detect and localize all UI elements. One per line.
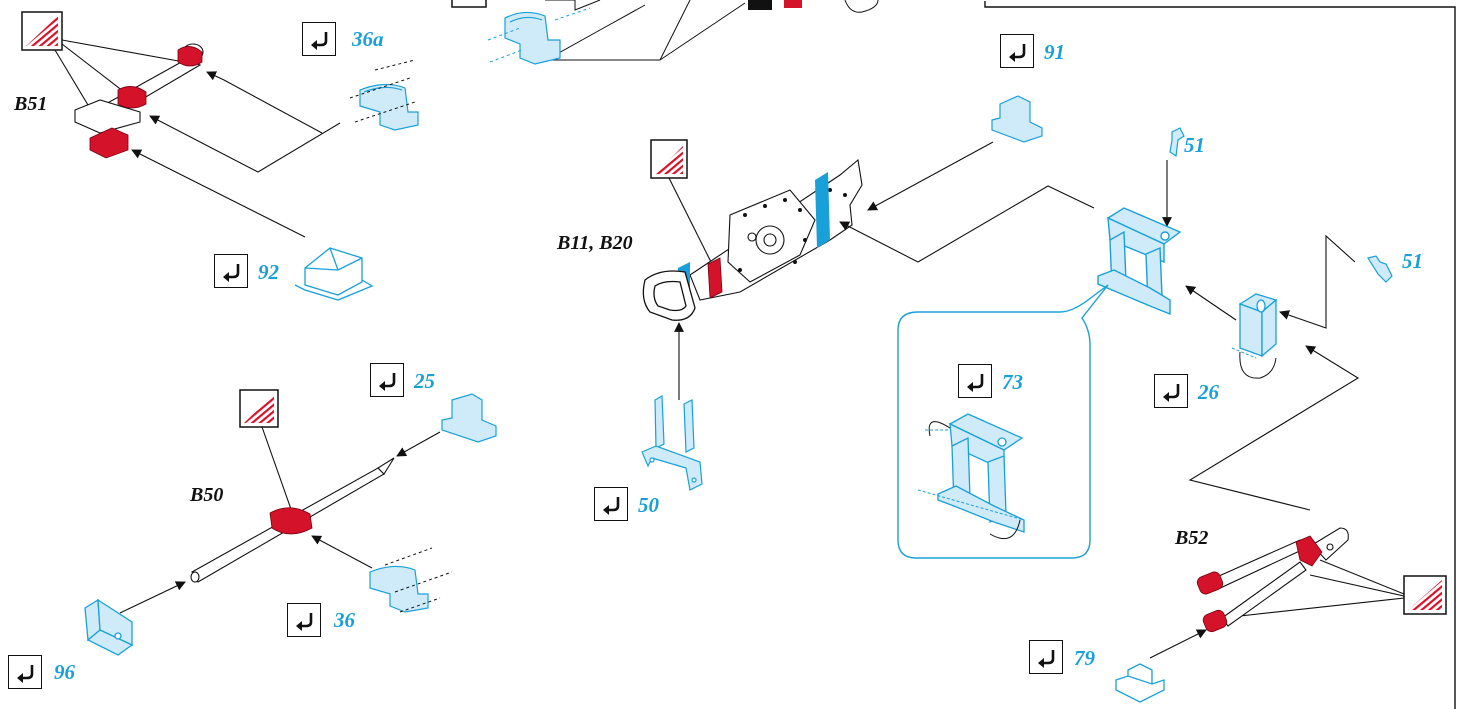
glue-icon [1403, 575, 1447, 615]
saddle-clamp-36 [369, 565, 429, 613]
part-73-bracket [1097, 207, 1182, 316]
step-number-73: 73 [1002, 370, 1023, 394]
top-center-partial-assembly [487, 0, 879, 65]
glue-icon [21, 11, 63, 51]
step-box-26 [1154, 374, 1188, 408]
part-96-angle [84, 598, 134, 656]
step-box-36a [302, 22, 336, 56]
step-box-96 [8, 655, 42, 689]
part-79-block [1115, 663, 1165, 703]
b50-assembly [84, 389, 497, 656]
step-box-91 [1000, 34, 1034, 68]
part-26-bracket [1238, 293, 1278, 358]
step-number-26: 26 [1198, 380, 1219, 404]
step-number-51-b: 51 [1402, 249, 1423, 273]
step-number-50: 50 [638, 493, 659, 517]
glue-icon [239, 389, 279, 428]
step-box-top-cutoff [451, 0, 487, 8]
b11-b20-assembly [641, 95, 1095, 491]
step-number-36a: 36a [352, 27, 384, 51]
part-label-b52: B52 [1175, 527, 1209, 549]
step-number-96: 96 [54, 660, 75, 684]
callout-bubble-73 [897, 284, 1109, 559]
curved-arrow-icon [296, 613, 313, 631]
curved-arrow-icon [1038, 650, 1055, 668]
step-number-91: 91 [1044, 40, 1065, 64]
b52-assembly [1115, 527, 1447, 703]
step-number-36: 36 [334, 608, 355, 632]
step-box-92 [214, 254, 248, 288]
part-50-bracket [641, 394, 703, 491]
curved-arrow-icon [1163, 384, 1180, 402]
curved-arrow-icon [1009, 44, 1026, 62]
part-51-clip [1169, 127, 1393, 283]
saddle-clamp-top [504, 11, 561, 65]
part-25-bracket [441, 393, 497, 443]
step-box-73 [958, 364, 992, 398]
step-box-36 [287, 603, 321, 637]
part-92-block [294, 247, 374, 301]
page-frame [984, 1, 1456, 709]
step-number-51-a: 51 [1184, 133, 1205, 157]
step-number-92: 92 [258, 260, 279, 284]
part-label-b51: B51 [14, 93, 48, 115]
part-91-bracket [991, 95, 1043, 143]
curved-arrow-icon [223, 264, 240, 282]
saddle-clamp-36a [359, 83, 419, 131]
part-label-b11-b20: B11, B20 [557, 232, 633, 254]
glue-icon [650, 139, 688, 179]
b51-assembly [21, 11, 419, 301]
step-number-79: 79 [1074, 646, 1095, 670]
curved-arrow-icon [967, 374, 984, 392]
right-bracket-assembly [897, 127, 1393, 559]
part-label-b50: B50 [190, 484, 224, 506]
curved-arrow-icon [379, 373, 396, 391]
curved-arrow-icon [311, 32, 328, 50]
step-box-25 [370, 363, 404, 397]
step-box-50 [594, 487, 628, 521]
curved-arrow-icon [603, 497, 620, 515]
curved-arrow-icon [17, 665, 34, 683]
step-number-25: 25 [414, 369, 435, 393]
step-box-79 [1029, 640, 1063, 674]
